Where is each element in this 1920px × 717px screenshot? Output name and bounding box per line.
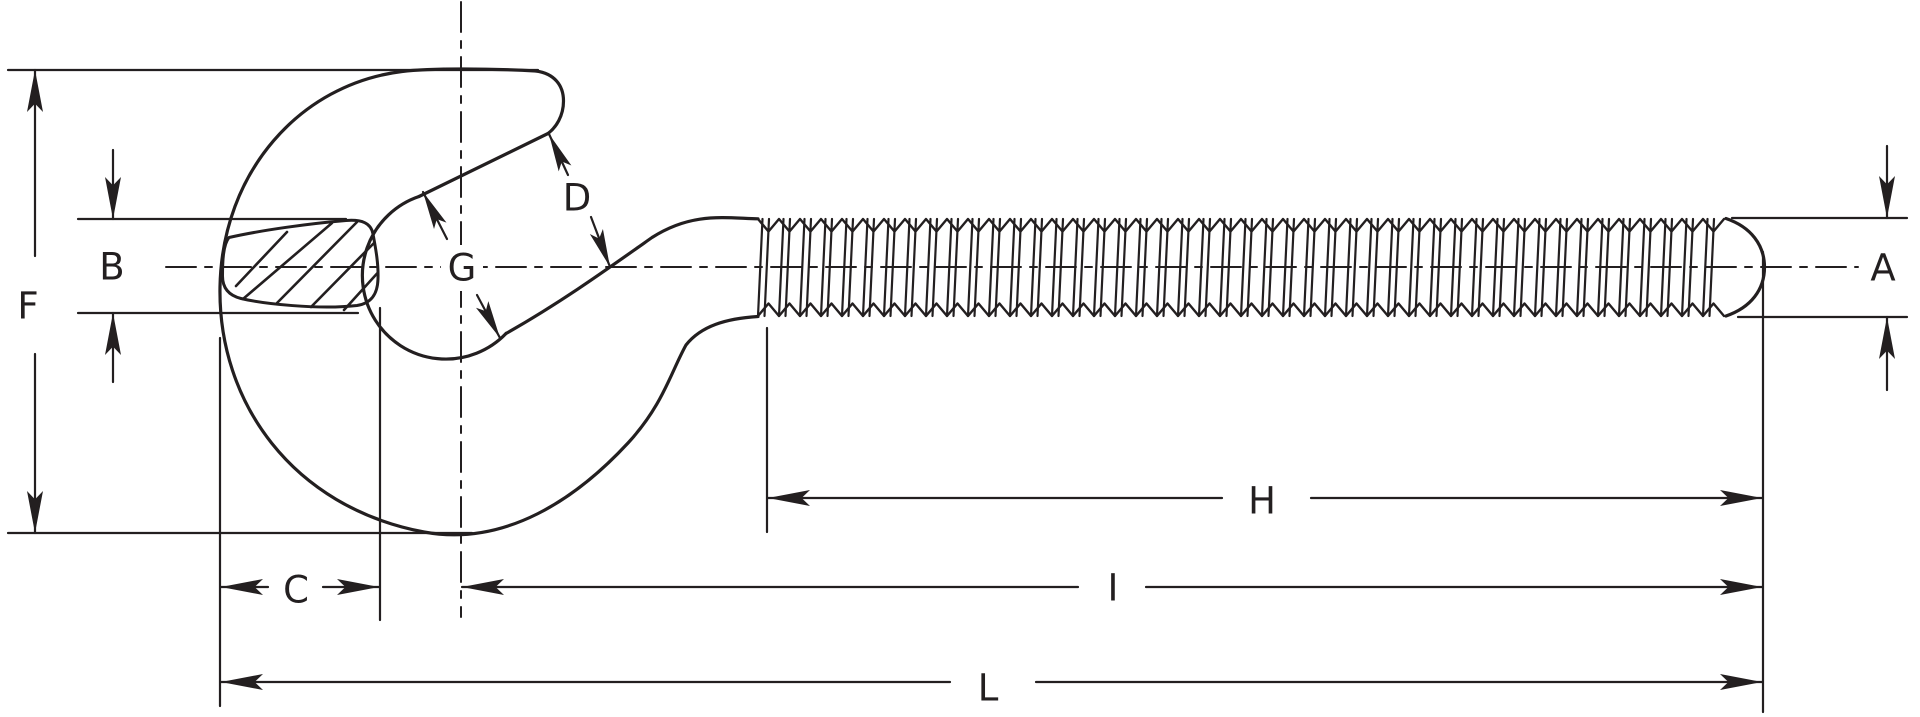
dim-label-d: D — [563, 177, 592, 220]
dimension-arrowheads — [27, 70, 1895, 690]
dimension-labels: A B C D F G H I L — [17, 177, 1895, 710]
dim-label-h: H — [1248, 480, 1276, 523]
dim-label-i: I — [1108, 567, 1119, 610]
dim-label-f: F — [17, 285, 38, 328]
part-geometry — [218, 67, 1767, 537]
dim-label-l: L — [978, 667, 999, 710]
label-backgrounds — [441, 245, 483, 291]
dim-label-c: C — [283, 569, 309, 612]
tip-cross-section-hatch — [234, 220, 379, 312]
dim-label-b: B — [99, 246, 124, 289]
dim-label-g: G — [448, 247, 477, 290]
dimension-lines — [6, 68, 1909, 714]
dim-label-a: A — [1870, 247, 1895, 290]
